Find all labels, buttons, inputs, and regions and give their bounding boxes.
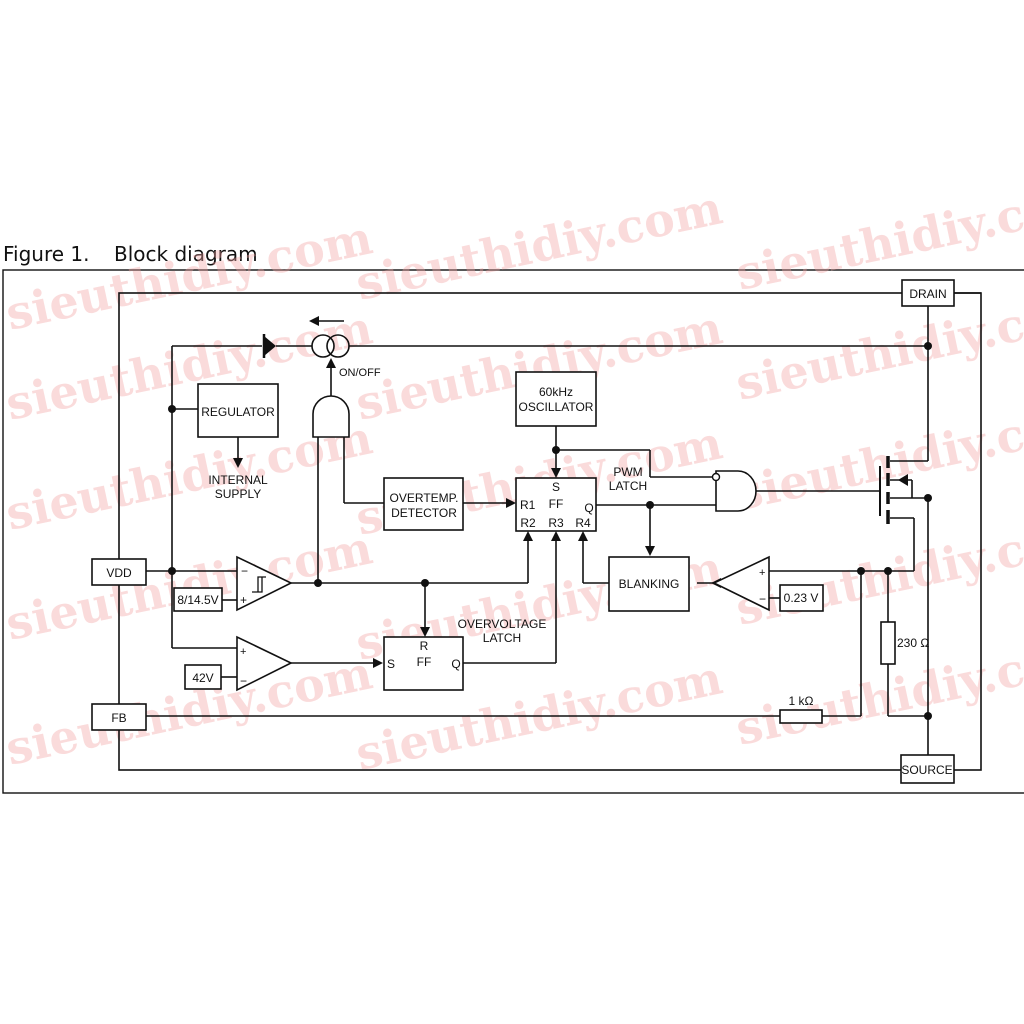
feedback-resistor bbox=[779, 709, 823, 724]
fb-pin bbox=[91, 703, 147, 731]
overtemp-label: OVERTEMP. bbox=[390, 491, 459, 505]
pwm-ff-label: FF bbox=[549, 497, 564, 511]
pwm-ff-r3: R3 bbox=[548, 516, 564, 530]
figure-frame bbox=[2, 269, 1024, 794]
watermark-text: sieuthidiy.com bbox=[731, 170, 1024, 300]
blanking-label: BLANKING bbox=[619, 577, 680, 591]
vdd-pin bbox=[91, 558, 147, 586]
uvlo-reference bbox=[173, 587, 223, 612]
ovp-reference-label: 42V bbox=[192, 671, 213, 685]
hysteresis-icon bbox=[252, 576, 266, 593]
sense-resistor bbox=[880, 621, 896, 665]
source-pin bbox=[900, 754, 955, 784]
watermark-layer: sieuthidiy.com sieuthidiy.com sieuthidiy… bbox=[1, 170, 1024, 780]
uvlo-comparator bbox=[236, 555, 293, 612]
figure-number: Figure 1. bbox=[3, 242, 90, 266]
pwm-ff-r2: R2 bbox=[520, 516, 536, 530]
feedback-resistor-label: 1 kΩ bbox=[789, 694, 814, 708]
comparator-minus: − bbox=[240, 674, 247, 688]
current-sense-reference-label: 0.23 V bbox=[784, 591, 819, 605]
overvoltage-flipflop bbox=[383, 636, 464, 691]
ov-ff-label: FF bbox=[417, 655, 432, 669]
ovp-comparator bbox=[236, 635, 293, 692]
internal-supply-label: SUPPLY bbox=[215, 487, 261, 501]
inverting-input-bubble bbox=[711, 472, 721, 482]
junctions bbox=[168, 342, 932, 720]
pwm-ff-q: Q bbox=[584, 501, 593, 515]
ov-ff-r: R bbox=[420, 639, 429, 653]
pwm-ff-r1: R1 bbox=[520, 498, 536, 512]
pwm-latch-label: LATCH bbox=[609, 479, 647, 493]
comparator-minus: − bbox=[241, 564, 248, 578]
oscillator-label: OSCILLATOR bbox=[519, 400, 594, 414]
current-source-icon bbox=[311, 334, 350, 358]
comparator-plus: + bbox=[240, 593, 247, 607]
pwm-latch-label: PWM bbox=[613, 465, 642, 479]
watermark-text: sieuthidiy.com bbox=[351, 180, 727, 310]
figure-title: Block diagram bbox=[114, 242, 258, 266]
pwm-ff-s: S bbox=[552, 480, 560, 494]
power-mosfet-icon bbox=[879, 456, 913, 524]
ovp-reference bbox=[184, 664, 222, 690]
blanking-block bbox=[608, 556, 690, 612]
fb-pin-label: FB bbox=[111, 711, 126, 725]
overvoltage-latch-label: OVERVOLTAGE bbox=[458, 617, 547, 631]
regulator-block bbox=[197, 383, 279, 438]
comparator-minus: − bbox=[759, 592, 766, 606]
watermark-text: sieuthidiy.com bbox=[731, 625, 1024, 755]
chip-boundary bbox=[118, 292, 982, 771]
vdd-pin-label: VDD bbox=[106, 566, 132, 580]
current-sense-reference bbox=[779, 584, 824, 612]
oscillator-frequency: 60kHz bbox=[539, 385, 573, 399]
pwm-ff-r4: R4 bbox=[575, 516, 591, 530]
ov-ff-q: Q bbox=[451, 657, 460, 671]
source-pin-label: SOURCE bbox=[901, 763, 952, 777]
overtemp-detector-block bbox=[383, 477, 464, 531]
oscillator-block bbox=[515, 371, 597, 427]
uvlo-reference-label: 8/14.5V bbox=[177, 593, 218, 607]
diode-icon bbox=[262, 334, 276, 358]
regulator-label: REGULATOR bbox=[201, 405, 275, 419]
ov-ff-s: S bbox=[387, 657, 395, 671]
drain-pin bbox=[901, 279, 955, 307]
on-off-label: ON/OFF bbox=[339, 367, 381, 379]
overvoltage-latch-label: LATCH bbox=[483, 631, 521, 645]
overtemp-label: DETECTOR bbox=[391, 506, 457, 520]
internal-supply-label: INTERNAL bbox=[208, 473, 268, 487]
drain-pin-label: DRAIN bbox=[909, 287, 946, 301]
nand-gate bbox=[715, 470, 757, 512]
sense-resistor-label: 230 Ω bbox=[897, 636, 929, 650]
comparator-plus: + bbox=[240, 646, 246, 658]
comparator-plus: + bbox=[759, 567, 765, 579]
and-gate bbox=[312, 395, 350, 438]
current-sense-comparator bbox=[712, 555, 770, 612]
watermark-text: sieuthidiy.com bbox=[731, 390, 1024, 520]
pwm-flipflop bbox=[515, 477, 597, 532]
